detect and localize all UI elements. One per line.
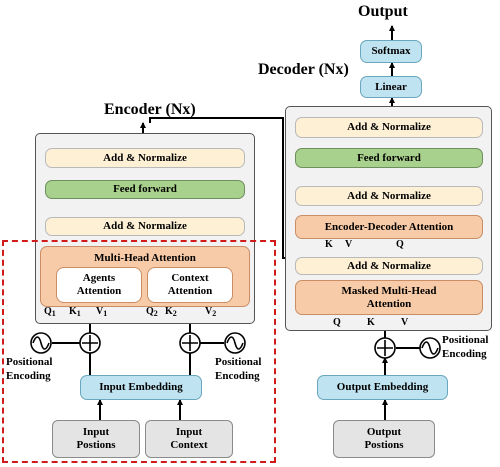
encoder-encoding-left: Encoding <box>6 370 51 382</box>
decoder-v-label: V <box>345 239 353 250</box>
masked-mha-line1: Masked Multi-Head <box>341 284 437 297</box>
encoder-positional-left: Positional <box>6 356 53 368</box>
decoder-q-label: Q <box>396 239 404 250</box>
encoder-feed-forward: Feed forward <box>45 180 245 199</box>
input-positions-line1: Input <box>82 426 110 439</box>
input-context: Input Context <box>145 420 233 458</box>
k2-label: K2 <box>165 306 177 318</box>
v1-label: V1 <box>96 306 108 318</box>
input-positions: Input Postions <box>52 420 140 458</box>
wave-glyph <box>421 341 439 355</box>
decoder-k-bottom: K <box>367 317 375 328</box>
output-positions-line1: Output <box>366 426 402 439</box>
decoder-add-norm-mid: Add & Normalize <box>295 186 483 206</box>
agent-context-region <box>2 240 276 463</box>
context-line1: Context <box>171 272 209 285</box>
context-line2: Attention <box>167 285 213 297</box>
masked-multi-head-attention: Masked Multi-Head Attention <box>295 280 483 315</box>
output-positions: Output Postions <box>333 420 435 458</box>
decoder-q-bottom: Q <box>333 317 341 328</box>
linear-block: Linear <box>360 76 422 98</box>
output-embedding: Output Embedding <box>317 375 448 400</box>
decoder-k-label: K <box>325 239 333 250</box>
input-positions-line2: Postions <box>76 439 116 451</box>
plus-icon <box>182 335 198 351</box>
encoder-decoder-attention: Encoder-Decoder Attention <box>295 215 483 239</box>
agents-attention: Agents Attention <box>56 267 142 303</box>
decoder-title: Decoder (Nx) <box>258 61 349 78</box>
encoder-title: Encoder (Nx) <box>104 101 196 118</box>
softmax-block: Softmax <box>360 40 422 63</box>
decoder-v-bottom: V <box>401 317 409 328</box>
wave-glyph <box>226 336 244 350</box>
masked-mha-line2: Attention <box>366 297 412 310</box>
decoder-add-norm-top: Add & Normalize <box>295 117 483 138</box>
agents-line2: Attention <box>76 285 122 297</box>
q1-label: Q1 <box>44 306 56 318</box>
q2-label: Q2 <box>146 306 158 318</box>
plus-icon <box>377 340 393 356</box>
output-positions-line2: Postions <box>364 439 404 451</box>
input-embedding: Input Embedding <box>80 375 202 400</box>
output-title: Output <box>358 3 408 20</box>
decoder-feed-forward: Feed forward <box>295 148 483 168</box>
encoder-encoding-right: Encoding <box>215 370 260 382</box>
encoder-positional-right: Positional <box>215 356 262 368</box>
plus-icon <box>82 335 98 351</box>
decoder-add-norm-bottom: Add & Normalize <box>295 257 483 275</box>
context-attention: Context Attention <box>147 267 233 303</box>
input-context-line1: Input <box>175 426 203 439</box>
multi-head-attention-label: Multi-Head Attention <box>94 252 196 264</box>
decoder-positional-label: Positional <box>442 334 489 346</box>
encoder-add-norm-bottom: Add & Normalize <box>45 217 245 236</box>
agents-line1: Agents <box>82 272 116 285</box>
wave-glyph <box>32 336 50 350</box>
encoder-add-norm-top: Add & Normalize <box>45 148 245 168</box>
decoder-encoding-label: Encoding <box>442 348 487 360</box>
input-context-line2: Context <box>170 439 208 451</box>
v2-label: V2 <box>205 306 217 318</box>
k1-label: K1 <box>69 306 81 318</box>
